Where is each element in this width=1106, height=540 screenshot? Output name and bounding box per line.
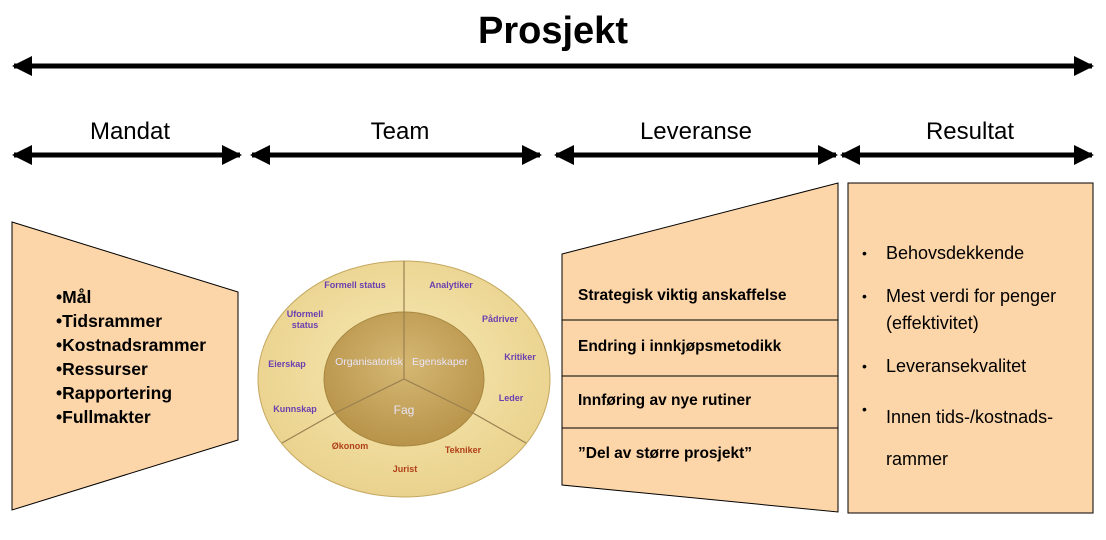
resultat-shape (847, 182, 1094, 514)
leveranse-item: ”Del av større prosjekt” (578, 445, 753, 462)
list-item: Fullmakter (56, 405, 206, 429)
resultat-list: Behovsdekkende Mest verdi for penger (ef… (862, 240, 1092, 496)
list-item: Kostnadsrammer (56, 333, 206, 357)
list-item: Mål (56, 285, 206, 309)
outer-label: Eierskap (268, 359, 306, 369)
outer-label: Kunnskap (273, 404, 317, 414)
list-item: Innen tids-/kostnads-rammer (862, 396, 1092, 480)
outer-label: Jurist (392, 464, 418, 474)
list-item: Behovsdekkende (862, 240, 1092, 267)
outer-label: Analytiker (429, 280, 473, 290)
bullet-icon (862, 283, 867, 310)
diagram-title: Prosjekt (478, 10, 628, 52)
list-item: Ressurser (56, 357, 206, 381)
outer-label: Tekniker (444, 445, 482, 455)
phase-label-resultat: Resultat (925, 118, 1015, 145)
outer-label: Formell status (324, 280, 386, 290)
list-item: Tidsrammer (56, 309, 206, 333)
outer-label: Kritiker (504, 352, 536, 362)
leveranse-item: Strategisk viktig anskaffelse (578, 287, 787, 304)
mandat-list: Mål Tidsrammer Kostnadsrammer Ressurser … (56, 285, 206, 429)
list-item: Rapportering (56, 381, 206, 405)
outer-label: Leder (498, 393, 524, 403)
inner-label-fag: Fag (393, 403, 415, 417)
phase-label-leveranse: Leveranse (639, 118, 753, 145)
inner-label-organisatorisk: Organisatorisk (335, 356, 403, 368)
bullet-icon (862, 396, 867, 423)
list-item: Leveransekvalitet (862, 353, 1092, 380)
leveranse-item: Innføring av nye rutiner (578, 392, 752, 409)
phase-label-team: Team (370, 118, 430, 145)
outer-label: Pådriver (481, 314, 519, 324)
bullet-icon (862, 353, 867, 380)
outer-label: Økonom (331, 441, 369, 451)
outer-label: Uformell status (286, 309, 324, 330)
inner-label-egenskaper: Egenskaper (411, 356, 469, 368)
phase-label-mandat: Mandat (89, 118, 171, 145)
leveranse-item: Endring i innkjøpsmetodikk (578, 338, 782, 355)
bullet-icon (862, 240, 867, 267)
list-item: Mest verdi for penger (effektivitet) (862, 283, 1092, 337)
leveranse-shape (561, 182, 839, 513)
